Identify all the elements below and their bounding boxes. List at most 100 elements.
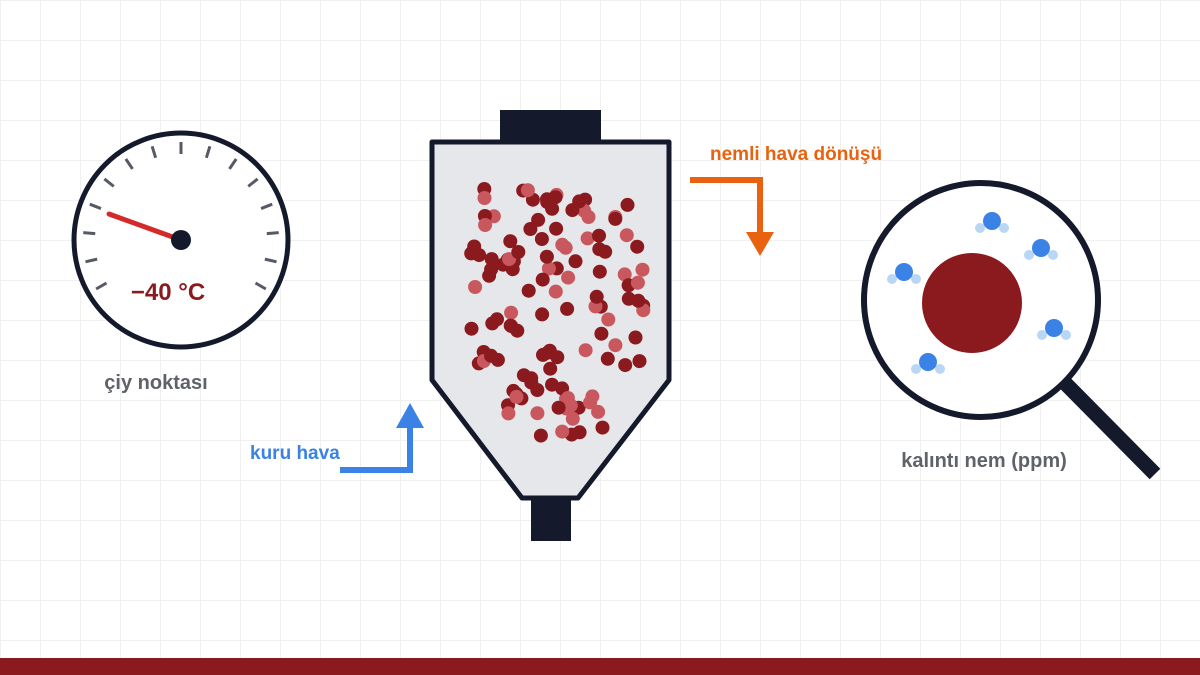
pellet bbox=[581, 210, 596, 224]
pellet bbox=[589, 289, 604, 304]
pellet bbox=[631, 293, 646, 308]
pellet bbox=[543, 361, 558, 376]
oxygen-atom bbox=[983, 212, 1001, 230]
gauge-tick bbox=[103, 177, 115, 188]
water-molecule-icon bbox=[1024, 239, 1058, 260]
hopper-top-cap bbox=[500, 110, 601, 142]
hydrogen-atom bbox=[1048, 250, 1058, 260]
pellet bbox=[534, 232, 549, 246]
pellet bbox=[468, 280, 483, 294]
pellet bbox=[560, 391, 575, 405]
pellet bbox=[464, 321, 479, 336]
pellet bbox=[511, 245, 526, 259]
hopper-body bbox=[429, 139, 672, 501]
gauge-tick bbox=[124, 158, 134, 170]
gauge-value: −40 °C bbox=[131, 279, 205, 306]
magnifier-icon bbox=[861, 180, 1161, 480]
pellet bbox=[504, 305, 519, 320]
dry-air-label: kuru hava bbox=[250, 443, 340, 464]
pellet bbox=[490, 352, 505, 367]
dryer-hopper-icon bbox=[429, 110, 672, 541]
water-molecule-icon bbox=[911, 353, 945, 374]
oxygen-atom bbox=[1032, 239, 1050, 257]
pellet bbox=[592, 228, 606, 243]
pellet bbox=[578, 343, 593, 358]
pellet bbox=[620, 197, 635, 212]
pellet bbox=[520, 183, 535, 198]
gauge-tick bbox=[89, 202, 102, 210]
pellet bbox=[536, 347, 550, 362]
pellet bbox=[591, 404, 606, 419]
return-air-arrowhead bbox=[746, 232, 774, 256]
pellet bbox=[503, 318, 518, 333]
pellet bbox=[601, 312, 616, 327]
pellet bbox=[535, 272, 550, 287]
hydrogen-atom bbox=[999, 223, 1009, 233]
dew-point-gauge-icon: −40 °C bbox=[71, 130, 291, 350]
pellet bbox=[548, 284, 563, 299]
dry-air-arrowhead bbox=[396, 403, 424, 428]
hopper-outlet bbox=[531, 496, 571, 541]
oxygen-atom bbox=[1045, 319, 1063, 337]
water-molecule-icon bbox=[1037, 319, 1071, 340]
pellet bbox=[484, 252, 499, 267]
arrow-up-icon bbox=[340, 403, 424, 473]
hydrogen-atom bbox=[1024, 250, 1034, 260]
pellet bbox=[482, 268, 497, 283]
magnifier-handle bbox=[1056, 374, 1161, 480]
gauge-caption: çiy noktası bbox=[104, 372, 207, 394]
pellet bbox=[509, 389, 524, 404]
pellet bbox=[630, 275, 645, 290]
gauge-tick bbox=[150, 145, 158, 159]
pellet bbox=[530, 406, 545, 421]
water-molecule-icon bbox=[975, 212, 1009, 233]
pellet bbox=[585, 389, 600, 404]
pellet bbox=[608, 211, 623, 226]
pellet bbox=[618, 358, 633, 373]
pellet bbox=[477, 191, 492, 205]
water-molecules bbox=[887, 212, 1071, 374]
hydrogen-atom bbox=[1037, 330, 1047, 340]
footer-bar bbox=[0, 658, 1200, 675]
pellet bbox=[533, 428, 548, 443]
pellet bbox=[617, 267, 632, 282]
gauge-tick bbox=[85, 257, 98, 264]
gauge-tick bbox=[228, 158, 238, 170]
arrow-down-icon bbox=[690, 177, 774, 256]
pellet bbox=[524, 375, 539, 390]
pellet bbox=[619, 228, 634, 243]
pellet bbox=[539, 249, 554, 264]
pellet bbox=[523, 222, 538, 236]
hydrogen-atom bbox=[911, 364, 921, 374]
pellet bbox=[632, 354, 647, 369]
gauge-tick bbox=[247, 177, 259, 188]
return-air-line bbox=[690, 177, 763, 234]
hydrogen-atom bbox=[1061, 330, 1071, 340]
hydrogen-atom bbox=[975, 223, 985, 233]
pellet bbox=[592, 242, 607, 257]
pellet bbox=[594, 326, 609, 341]
pellet bbox=[635, 262, 650, 277]
gauge-tick bbox=[95, 281, 108, 291]
hydrogen-atom bbox=[935, 364, 945, 374]
pellet bbox=[592, 264, 607, 279]
pellet bbox=[580, 231, 595, 246]
gauge-tick bbox=[83, 231, 96, 236]
gauge-hub bbox=[171, 230, 191, 250]
pellet bbox=[521, 283, 536, 298]
pellet bbox=[549, 221, 564, 236]
pellet bbox=[485, 316, 500, 331]
oxygen-atom bbox=[919, 353, 937, 371]
pellet bbox=[568, 254, 583, 269]
hydrogen-atom bbox=[887, 274, 897, 284]
pellet bbox=[565, 411, 580, 426]
dry-air-line bbox=[340, 426, 413, 473]
pellet bbox=[535, 307, 550, 322]
return-air-label: nemli hava dönüşü bbox=[710, 144, 882, 165]
water-molecule-icon bbox=[887, 263, 921, 284]
gauge-tick bbox=[254, 281, 267, 291]
gauge-needle bbox=[106, 211, 184, 243]
pellet-magnified bbox=[922, 253, 1022, 353]
gauge-tick bbox=[264, 257, 277, 264]
